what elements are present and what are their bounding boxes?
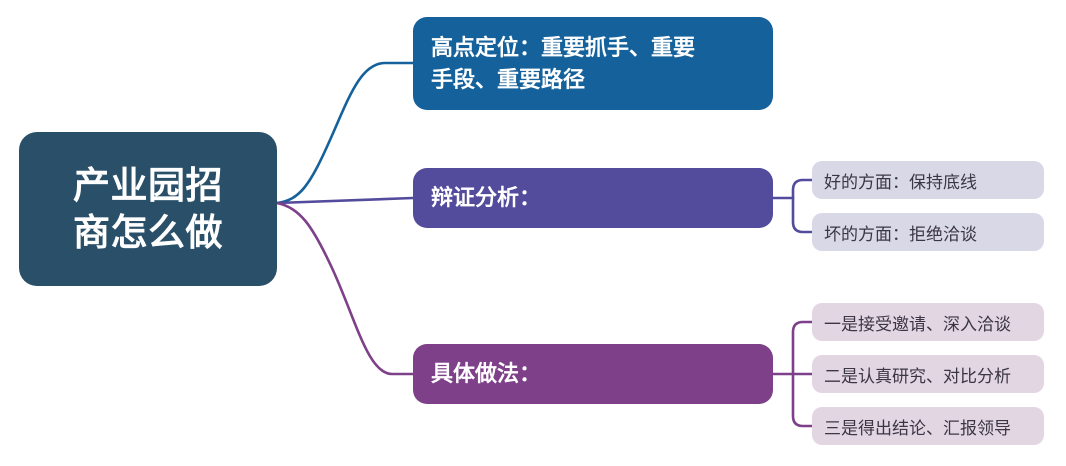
branch-node-1-label: 高点定位：重要抓手、重要 手段、重要路径 xyxy=(431,32,695,94)
leaf-node-branch-2-item-2-label: 坏的方面：拒绝洽谈 xyxy=(824,224,977,244)
root-node[interactable]: 产业园招 商怎么做 xyxy=(19,132,277,286)
branch-node-2-label: 辩证分析： xyxy=(431,185,542,211)
connector-branch-2-to-leaf-1 xyxy=(791,178,814,200)
connector-branch-2-to-leaf-2 xyxy=(791,196,814,234)
connector-root-to-branch-1 xyxy=(275,61,415,205)
root-node-label: 产业园招 商怎么做 xyxy=(73,162,223,257)
leaf-node-branch-3-item-2-label: 二是认真研究、对比分析 xyxy=(824,366,1011,386)
branch-node-2[interactable]: 辩证分析： xyxy=(413,168,773,228)
branch-node-3[interactable]: 具体做法： xyxy=(413,344,773,404)
leaf-node-branch-3-item-3[interactable]: 三是得出结论、汇报领导 xyxy=(812,407,1044,445)
leaf-node-branch-3-item-1-label: 一是接受邀请、深入洽谈 xyxy=(824,314,1011,334)
leaf-node-branch-3-item-3-label: 三是得出结论、汇报领导 xyxy=(824,418,1011,438)
root-node-label-line-1: 产业园招 xyxy=(73,164,223,206)
leaf-node-branch-2-item-1-label: 好的方面：保持底线 xyxy=(824,172,977,192)
connector-branch-3-to-leaf-1 xyxy=(791,320,814,376)
leaf-node-branch-2-item-1[interactable]: 好的方面：保持底线 xyxy=(812,161,1044,199)
leaf-node-branch-3-item-1[interactable]: 一是接受邀请、深入洽谈 xyxy=(812,303,1044,341)
connector-root-to-branch-2 xyxy=(275,196,415,205)
root-node-label-line-2: 商怎么做 xyxy=(73,212,223,253)
connector-branch-3-to-leaf-3 xyxy=(791,372,814,428)
branch-node-1-label-line-2: 手段、重要路径 xyxy=(431,66,586,92)
branch-node-3-label: 具体做法： xyxy=(431,361,542,387)
branch-node-1-label-line-1: 高点定位：重要抓手、重要 xyxy=(431,35,696,61)
leaf-node-branch-2-item-2[interactable]: 坏的方面：拒绝洽谈 xyxy=(812,213,1044,251)
connector-root-to-branch-3 xyxy=(275,201,415,376)
leaf-node-branch-3-item-2[interactable]: 二是认真研究、对比分析 xyxy=(812,355,1044,393)
branch-node-1[interactable]: 高点定位：重要抓手、重要 手段、重要路径 xyxy=(413,17,773,110)
